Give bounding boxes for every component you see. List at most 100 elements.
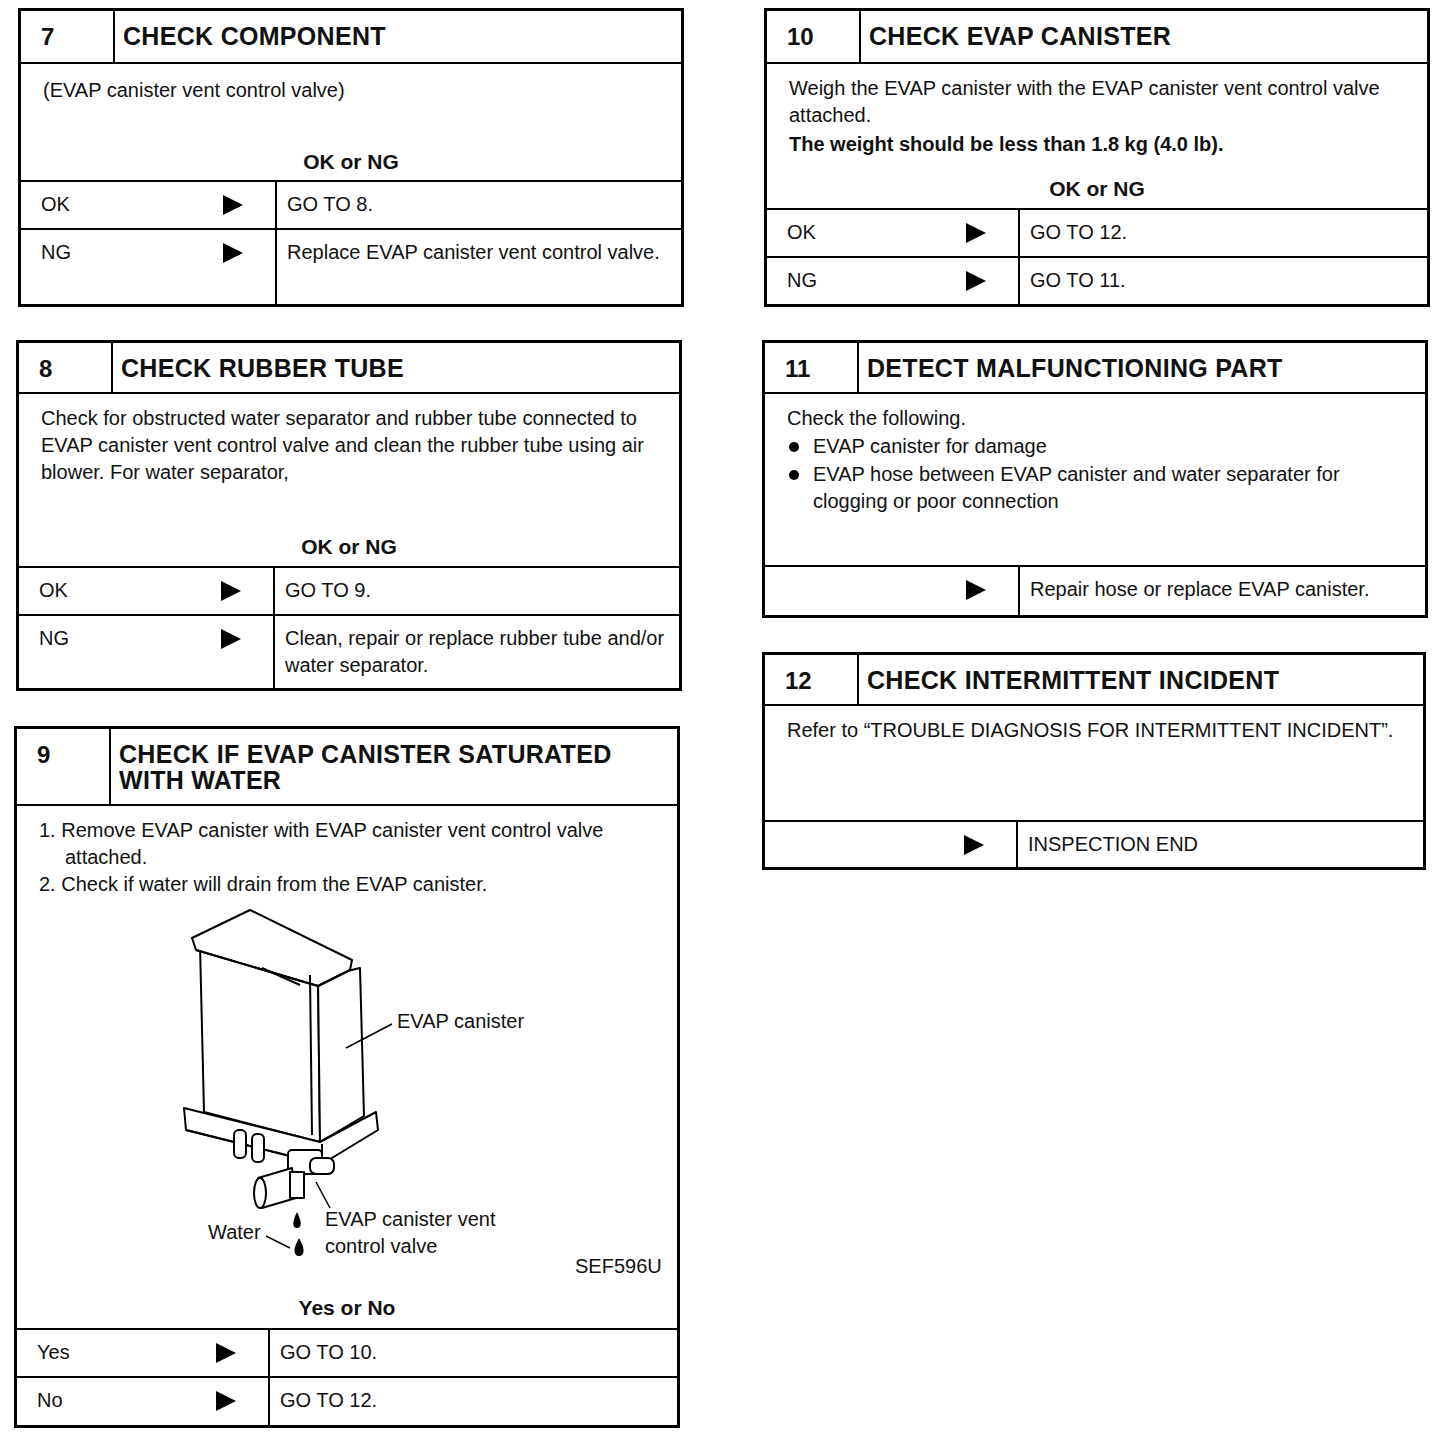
canister-top-flange: [192, 910, 352, 986]
body-text: Weigh the EVAP canister with the EVAP ca…: [789, 75, 1403, 129]
question-text: OK or NG: [19, 533, 679, 560]
arrow-symbol: [966, 223, 986, 243]
arrow-symbol: [223, 195, 243, 215]
step-title: CHECK RUBBER TUBE: [121, 355, 669, 381]
bullet: [789, 470, 799, 480]
result-label: Yes: [37, 1339, 198, 1366]
step-box: 9CHECK IF EVAP CANISTER SATURATED WITH W…: [14, 726, 680, 1428]
part-label: SEF596U: [575, 1253, 675, 1280]
column-divider: [275, 180, 277, 307]
column-divider: [268, 1328, 270, 1428]
water-drop: [293, 1212, 301, 1228]
body-text: EVAP canister for damage: [813, 433, 1401, 460]
number-divider: [111, 343, 113, 392]
body-text: The weight should be less than 1.8 kg (4…: [789, 131, 1403, 158]
body-text: Check for obstructed water separator and…: [41, 405, 655, 486]
water-drop: [295, 1238, 304, 1256]
header-rule: [765, 392, 1425, 394]
step-number: 8: [39, 355, 105, 383]
number-divider: [109, 729, 111, 804]
canister-seam: [310, 975, 312, 1135]
row-rule: [17, 1376, 677, 1378]
step-box: 8 CHECK RUBBER TUBE Check for obstructed w…: [16, 340, 682, 691]
step-title: CHECK INTERMITTENT INCIDENT: [867, 667, 1413, 693]
result-label: OK: [41, 191, 205, 218]
header-rule: [19, 392, 679, 394]
leader-line: [346, 1024, 392, 1048]
row-rule: [767, 208, 1427, 210]
header-rule: [21, 62, 681, 64]
step-box: 12 CHECK INTERMITTENT INCIDENT Refer to “T…: [762, 652, 1426, 870]
action-text: GO TO 10.: [280, 1339, 665, 1366]
row-rule: [21, 228, 681, 230]
vent-valve-connector: [310, 1158, 334, 1174]
result-label: NG: [787, 267, 948, 294]
step-number: 9: [37, 741, 103, 769]
leader-line: [266, 1236, 290, 1248]
result-label: NG: [41, 239, 205, 266]
arrow-symbol: [966, 271, 986, 291]
question-text: OK or NG: [21, 148, 681, 175]
row-rule: [17, 1328, 677, 1330]
row-rule: [19, 566, 679, 568]
arrow-symbol: [964, 835, 984, 855]
step-box: 7CHECK COMPONENT(EVAP canister vent cont…: [18, 8, 684, 307]
number-divider: [859, 11, 861, 62]
part-label: EVAP canister vent control valve: [325, 1206, 510, 1260]
header-rule: [17, 804, 677, 806]
result-label: No: [37, 1387, 198, 1414]
body-text: Refer to “TROUBLE DIAGNOSIS FOR INTERMIT…: [787, 717, 1399, 744]
canister-port: [252, 1134, 264, 1162]
canister-port: [234, 1130, 246, 1158]
row-rule: [765, 565, 1425, 567]
column-divider: [1018, 565, 1020, 618]
action-text: GO TO 11.: [1030, 267, 1415, 294]
arrow-symbol: [966, 580, 986, 600]
vent-valve-outlet: [290, 1172, 304, 1198]
part-label: Water: [208, 1219, 288, 1246]
row-rule: [19, 614, 679, 616]
number-divider: [857, 343, 859, 392]
header-rule: [765, 704, 1423, 706]
step-number: 10: [787, 23, 853, 51]
step-title: CHECK COMPONENT: [123, 23, 671, 49]
result-label: OK: [39, 577, 203, 604]
header-rule: [767, 62, 1427, 64]
action-text: GO TO 12.: [280, 1387, 665, 1414]
column-divider: [1016, 820, 1018, 870]
step-box: 10 CHECK EVAP CANISTER Weigh the EVAP cani…: [764, 8, 1430, 307]
action-text: GO TO 9.: [285, 577, 667, 604]
step-number: 11: [785, 355, 851, 383]
action-text: Clean, repair or replace rubber tube and…: [285, 625, 667, 679]
vent-valve-pipe-end: [254, 1178, 266, 1208]
row-rule: [21, 180, 681, 182]
step-title: CHECK EVAP CANISTER: [869, 23, 1417, 49]
body-text: (EVAP canister vent control valve): [43, 77, 657, 104]
number-divider: [113, 11, 115, 62]
row-rule: [767, 256, 1427, 258]
step-title: DETECT MALFUNCTIONING PART: [867, 355, 1415, 381]
canister-top-edge: [196, 950, 350, 986]
column-divider: [273, 566, 275, 691]
step-box: 11 DETECT MALFUNCTIONING PART Check the fo…: [762, 340, 1428, 618]
body-text: Check the following.: [787, 405, 1401, 432]
result-label: OK: [787, 219, 948, 246]
action-text: Replace EVAP canister vent control valve…: [287, 239, 669, 266]
step-number: 12: [785, 667, 851, 695]
bullet: [789, 442, 799, 452]
number-divider: [857, 655, 859, 704]
question-text: Yes or No: [17, 1294, 677, 1321]
question-text: OK or NG: [767, 175, 1427, 202]
canister-base: [184, 1108, 378, 1164]
body-text: EVAP hose between EVAP canister and wate…: [813, 461, 1401, 515]
result-label: NG: [39, 625, 203, 652]
leader-line: [316, 1182, 330, 1208]
row-rule: [765, 820, 1423, 822]
arrow-symbol: [221, 629, 241, 649]
arrow-symbol: [223, 243, 243, 263]
part-label: EVAP canister: [397, 1008, 597, 1035]
arrow-symbol: [216, 1343, 236, 1363]
action-text: INSPECTION END: [1028, 831, 1411, 858]
arrow-symbol: [216, 1391, 236, 1411]
canister-side-face: [318, 968, 364, 1142]
